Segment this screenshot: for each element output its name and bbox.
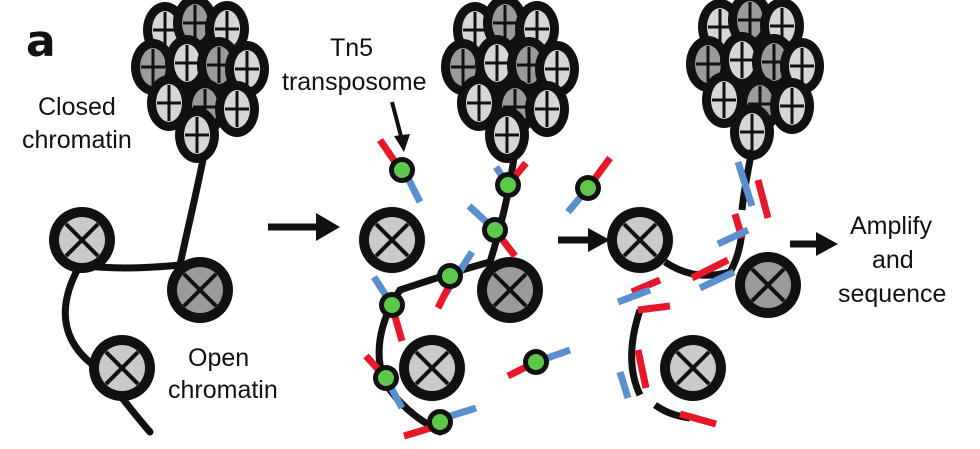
nucleosome-disc: [702, 72, 746, 128]
nucleosome: [660, 335, 726, 401]
stage-2-tagmentation: Tn5 transposome: [282, 0, 613, 440]
tn5-transposome: [363, 353, 406, 410]
nucleosome-disc: [225, 41, 269, 97]
amplify-label-line3: sequence: [838, 280, 946, 308]
closed-chromatin-cluster: [441, 0, 579, 163]
adapter-red: [690, 256, 730, 282]
adapter-blue: [698, 268, 736, 292]
adapter-red: [637, 302, 671, 314]
tn5-label-line2: transposome: [282, 68, 427, 96]
arrow-right-icon: [790, 232, 838, 256]
nucleosome-disc: [730, 104, 774, 160]
adapter-blue: [734, 160, 756, 208]
tn5-transposome: [377, 138, 424, 204]
dna-fragment: [628, 308, 644, 397]
panel-letter: a: [26, 16, 56, 67]
nucleosome-disc: [770, 78, 814, 134]
nucleosome: [735, 252, 801, 318]
adapter-blue: [616, 286, 652, 306]
pointer-arrow-icon: [390, 101, 410, 152]
nucleosome-disc: [525, 81, 569, 137]
tn5-transposome: [371, 275, 406, 342]
arrow-right-icon: [268, 213, 340, 241]
nucleosome: [477, 257, 543, 323]
nucleosome-disc: [457, 75, 501, 131]
tn5-transposome: [434, 250, 475, 310]
nucleosome-disc: [173, 0, 217, 51]
tn5-transposome: [402, 404, 478, 440]
adapter-red: [679, 410, 717, 428]
tn5-transposome: [466, 203, 518, 259]
nucleosome: [399, 335, 465, 401]
adapter-blue: [716, 226, 750, 248]
nucleosome-disc: [215, 81, 259, 137]
stage-1-chromatin: Closed chromatin Open chromatin: [22, 0, 278, 436]
closed-chromatin-label-line2: chromatin: [22, 126, 132, 154]
tn5-transposome: [506, 346, 572, 380]
tn5-label-line1: Tn5: [330, 34, 373, 62]
amplify-label-line1: Amplify: [850, 212, 932, 240]
tn5-transposome: [493, 160, 529, 198]
adapter-red: [754, 179, 772, 219]
nucleosome-disc: [752, 34, 796, 90]
nucleosome: [89, 335, 155, 401]
nucleosome: [607, 207, 673, 273]
nucleosome: [359, 207, 425, 273]
adapter-red: [630, 276, 662, 296]
adapter-blue: [616, 370, 632, 400]
arrow-right-icon: [558, 228, 610, 252]
closed-chromatin-cluster: [686, 0, 824, 160]
nucleosome: [167, 257, 233, 323]
nucleosome: [49, 207, 115, 273]
closed-chromatin-label-line1: Closed: [38, 93, 116, 121]
nucleosome-disc: [175, 107, 219, 163]
open-chromatin-label-line2: chromatin: [168, 376, 278, 404]
open-chromatin-label-line1: Open: [188, 344, 249, 372]
adapter-red: [634, 349, 650, 389]
tn5-transposome: [565, 155, 613, 215]
closed-chromatin-cluster: [131, 0, 269, 163]
nucleosome-disc: [147, 75, 191, 131]
stage-3-fragments: Amplify and sequence: [607, 0, 946, 428]
amplify-label-line2: and: [872, 246, 914, 274]
nucleosome-disc: [485, 107, 529, 163]
